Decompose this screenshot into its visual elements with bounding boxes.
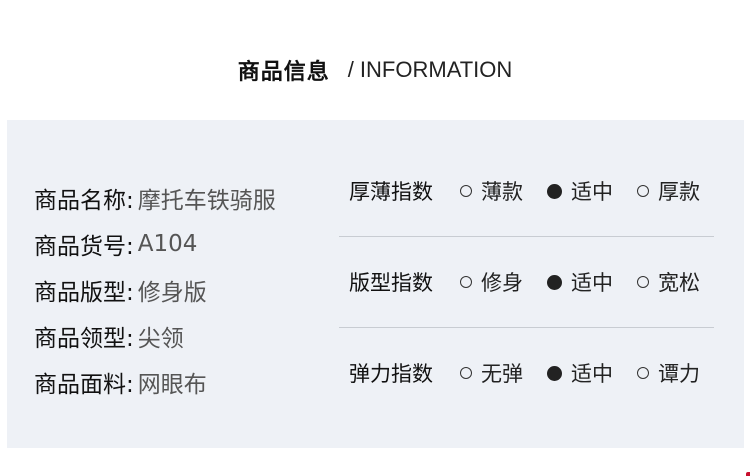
option-slim[interactable]: 修身	[460, 267, 523, 297]
spec-value: A104	[137, 231, 198, 257]
section-subtitle: / INFORMATION	[347, 57, 513, 82]
elasticity-index-row: 弹力指数 无弹 适中 谭力	[339, 350, 714, 396]
spec-label: 商品货号:	[34, 234, 134, 260]
option-label: 薄款	[481, 180, 523, 204]
option-no-stretch[interactable]: 无弹	[460, 358, 523, 388]
option-label: 宽松	[658, 271, 700, 295]
radio-empty-icon	[637, 367, 649, 379]
option-medium[interactable]: 适中	[547, 176, 613, 206]
index-label: 版型指数	[349, 271, 433, 295]
index-label: 弹力指数	[349, 362, 433, 386]
option-label: 厚款	[658, 180, 700, 204]
thickness-index-row: 厚薄指数 薄款 适中 厚款	[339, 168, 714, 214]
divider	[339, 327, 714, 328]
radio-filled-icon	[547, 183, 562, 199]
spec-row-collar: 商品领型: 尖领	[34, 313, 276, 359]
option-label: 修身	[481, 271, 523, 295]
product-info-panel: 商品名称: 摩托车铁骑服 商品货号: A104 商品版型: 修身版 商品领型: …	[7, 120, 744, 448]
spec-label: 商品名称:	[34, 188, 134, 214]
radio-empty-icon	[637, 276, 649, 288]
option-label: 无弹	[481, 362, 523, 386]
index-label: 厚薄指数	[349, 180, 433, 204]
radio-filled-icon	[547, 365, 562, 381]
option-medium[interactable]: 适中	[547, 267, 613, 297]
spec-label: 商品版型:	[34, 280, 134, 306]
spec-value: 尖领	[137, 326, 184, 352]
option-thin[interactable]: 薄款	[460, 176, 523, 206]
option-loose[interactable]: 宽松	[637, 267, 700, 297]
spec-row-sku: 商品货号: A104	[34, 221, 276, 267]
option-label: 适中	[571, 180, 613, 204]
spec-label: 商品领型:	[34, 326, 134, 352]
spec-row-fabric: 商品面料: 网眼布	[34, 359, 276, 405]
option-label: 谭力	[658, 362, 700, 386]
spec-list: 商品名称: 摩托车铁骑服 商品货号: A104 商品版型: 修身版 商品领型: …	[34, 175, 276, 405]
option-thick[interactable]: 厚款	[637, 176, 700, 206]
section-header: 商品信息 / INFORMATION	[0, 52, 750, 88]
section-title: 商品信息	[237, 60, 330, 85]
spec-value: 摩托车铁骑服	[137, 188, 276, 214]
spec-label: 商品面料:	[34, 372, 134, 398]
spec-value: 网眼布	[137, 372, 207, 398]
option-label: 适中	[571, 362, 613, 386]
option-medium[interactable]: 适中	[547, 358, 613, 388]
radio-empty-icon	[460, 367, 472, 379]
radio-empty-icon	[460, 276, 472, 288]
radio-filled-icon	[547, 274, 562, 290]
option-label: 适中	[571, 271, 613, 295]
option-stretch[interactable]: 谭力	[637, 358, 700, 388]
spec-row-fit: 商品版型: 修身版	[34, 267, 276, 313]
corner-accent-mark	[746, 472, 750, 476]
spec-value: 修身版	[137, 280, 207, 306]
fit-index-row: 版型指数 修身 适中 宽松	[339, 259, 714, 305]
index-list: 厚薄指数 薄款 适中 厚款 版型指数 修身 适中	[339, 168, 714, 396]
radio-empty-icon	[637, 185, 649, 197]
divider	[339, 236, 714, 237]
radio-empty-icon	[460, 185, 472, 197]
spec-row-name: 商品名称: 摩托车铁骑服	[34, 175, 276, 221]
